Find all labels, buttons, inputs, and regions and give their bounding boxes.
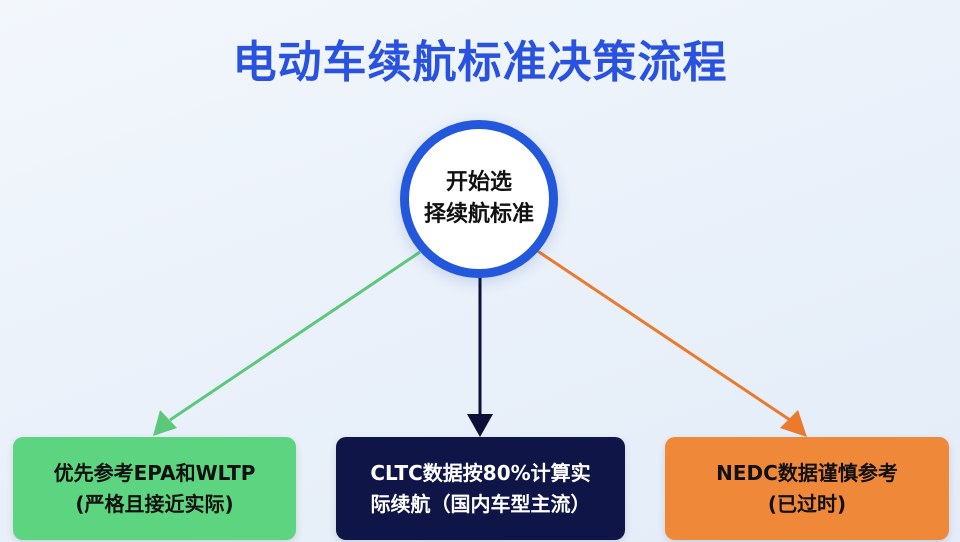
arrow-to-epa-wltp <box>153 250 421 436</box>
option-nedc-line1: NEDC数据谨慎参考 <box>716 460 898 485</box>
option-cltc-line2: 际续航（国内车型主流） <box>370 491 591 516</box>
start-node-line2: 择续航标准 <box>423 202 534 227</box>
option-cltc-line1: CLTC数据按80%计算实 <box>370 460 591 485</box>
option-cltc: CLTC数据按80%计算实 际续航（国内车型主流） <box>336 437 625 540</box>
option-nedc: NEDC数据谨慎参考 (已过时) <box>665 437 949 540</box>
option-epa-wltp-line2: (严格且接近实际) <box>75 491 234 516</box>
option-epa-wltp: 优先参考EPA和WLTP (严格且接近实际) <box>13 437 296 540</box>
option-epa-wltp-line1: 优先参考EPA和WLTP <box>53 460 256 485</box>
arrow-to-nedc <box>535 248 807 437</box>
start-node: 开始选 择续航标准 <box>400 120 558 278</box>
option-nedc-line2: (已过时) <box>767 491 847 516</box>
arrow-to-cltc <box>467 268 493 437</box>
diagram-title: 电动车续航标准决策流程 <box>232 37 728 88</box>
start-node-line1: 开始选 <box>445 170 512 196</box>
